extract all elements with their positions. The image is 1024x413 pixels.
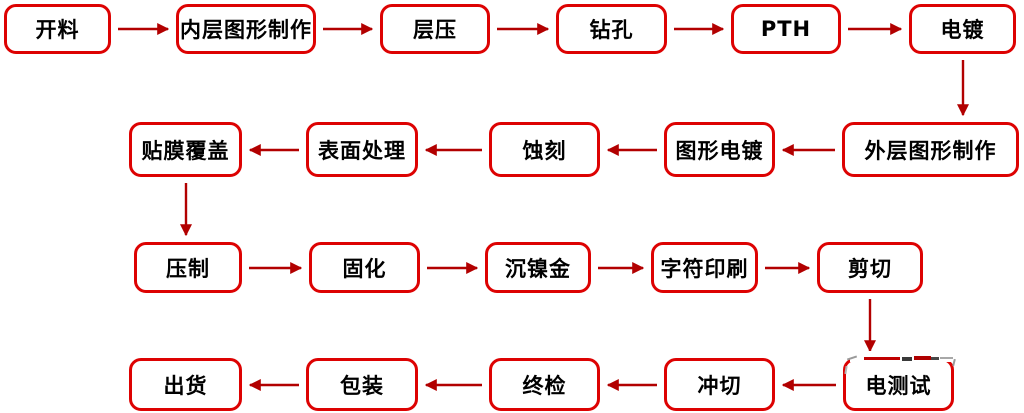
- flow-node-pth: PTH: [731, 4, 841, 54]
- flow-node-cutting: 开料: [4, 4, 111, 54]
- flow-node-shipping: 出货: [129, 358, 242, 411]
- flow-node-final-inspection: 终检: [489, 358, 600, 411]
- flow-node-packaging: 包装: [306, 358, 418, 411]
- flow-node-pressing: 压制: [134, 242, 242, 293]
- watermark-wipe: [850, 351, 960, 362]
- flow-node-enig: 沉镍金: [485, 242, 591, 293]
- flow-node-electrical-test: 电测试: [843, 358, 954, 411]
- flow-node-drilling: 钻孔: [556, 4, 667, 54]
- flow-node-film-covering: 贴膜覆盖: [129, 122, 242, 177]
- flow-node-lamination: 层压: [380, 4, 490, 54]
- flow-node-outer-layer-patterning: 外层图形制作: [842, 122, 1019, 177]
- flow-node-surface-treatment: 表面处理: [306, 122, 418, 177]
- flow-node-punching: 冲切: [664, 358, 775, 411]
- flow-node-silkscreen: 字符印刷: [651, 242, 758, 293]
- flow-node-curing: 固化: [309, 242, 420, 293]
- flow-node-plating: 电镀: [909, 4, 1016, 54]
- flow-node-pattern-plating: 图形电镀: [664, 122, 775, 177]
- flow-node-shearing: 剪切: [817, 242, 923, 293]
- flow-node-inner-layer-patterning: 内层图形制作: [176, 4, 316, 54]
- flow-node-etching: 蚀刻: [489, 122, 600, 177]
